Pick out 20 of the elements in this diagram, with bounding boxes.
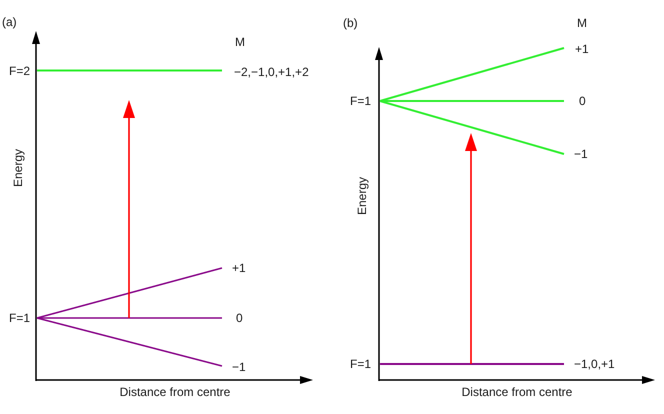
axis-title: Energy — [355, 176, 369, 216]
level-label: F=1 — [350, 94, 371, 108]
quantum-number-label: 0 — [236, 311, 243, 325]
quantum-number-label: −1 — [232, 360, 246, 374]
panel-label: (b) — [343, 16, 358, 30]
quantum-number-label: −1,0,+1 — [574, 357, 615, 371]
axis-title: Distance from centre — [462, 385, 572, 399]
quantum-number-label: −2,−1,0,+1,+2 — [234, 65, 309, 79]
column-heading: M — [577, 16, 587, 30]
quantum-number-label: +1 — [575, 42, 589, 56]
level-label: F=1 — [8, 311, 30, 325]
quantum-number-label: +1 — [232, 261, 246, 275]
level-label: F=1 — [350, 357, 371, 371]
quantum-number-label: 0 — [579, 94, 586, 108]
quantum-number-label: −1 — [574, 147, 588, 161]
column-heading: M — [235, 35, 245, 49]
level-label: F=2 — [8, 64, 30, 78]
axis-title: Distance from centre — [120, 385, 230, 399]
axis-title: Energy — [11, 148, 25, 188]
panel-label: (a) — [2, 15, 17, 29]
